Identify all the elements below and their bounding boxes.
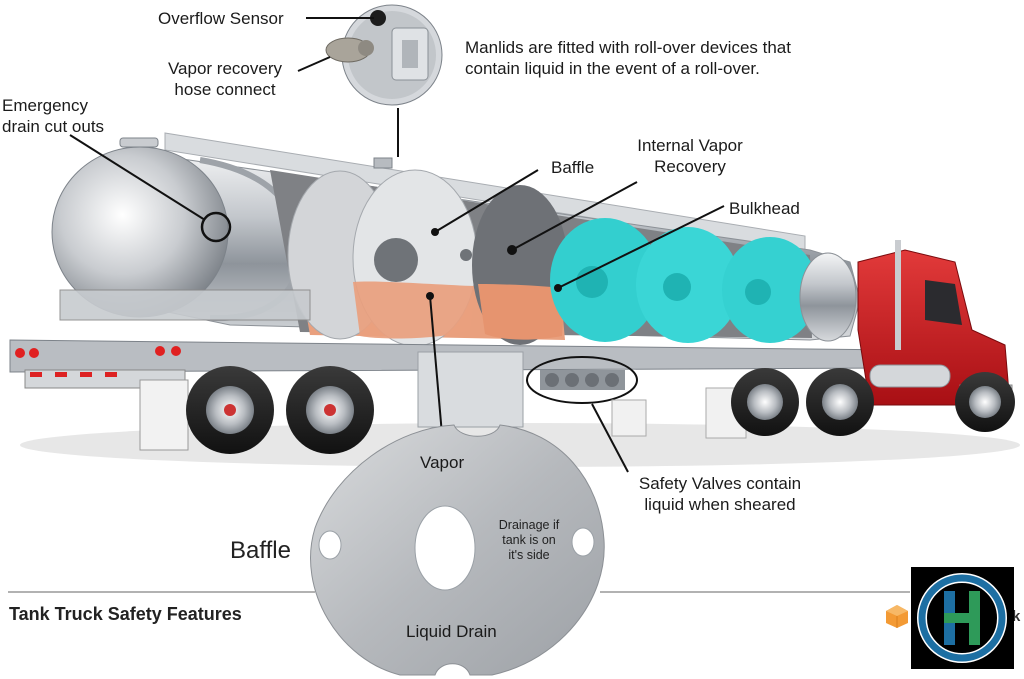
reflector-strip xyxy=(30,372,117,377)
manlids-label: Manlids are fitted with roll-over device… xyxy=(465,37,791,79)
emergency-drain-highlight xyxy=(200,211,232,243)
vapor-recovery-label: Vapor recovery hose connect xyxy=(155,58,295,100)
safety-valves xyxy=(540,370,625,390)
emergency-drain-label: Emergency drain cut outs xyxy=(2,95,104,137)
brand-cube-icon xyxy=(886,605,908,628)
watermark-logo xyxy=(911,567,1014,669)
manlids-line1: Manlids are fitted with roll-over device… xyxy=(465,38,791,57)
vapor-recovery-line1: Vapor recovery xyxy=(167,59,282,78)
baffle-vent xyxy=(460,249,472,261)
emergency-drain-line2: drain cut outs xyxy=(2,117,105,136)
baffle-detail-disk xyxy=(310,424,605,676)
cyan-hole-3 xyxy=(745,279,771,305)
tank-front-cap xyxy=(799,252,857,342)
baffle-drainage-line1: Drainage if xyxy=(498,518,560,532)
rear-lights-top xyxy=(119,137,159,148)
rear-mudflap xyxy=(139,379,189,451)
vapor-recovery-line2: hose connect xyxy=(174,80,276,99)
manlid-detail-inset xyxy=(325,4,443,106)
baffle-liquid-drain-label: Liquid Drain xyxy=(406,622,497,641)
tail-lights xyxy=(15,346,181,358)
fuel-tank xyxy=(869,364,951,388)
emergency-drain-line1: Emergency xyxy=(2,96,88,115)
footer-title: Tank Truck Safety Features xyxy=(9,604,242,624)
baffle-drainage-line2: tank is on xyxy=(502,533,556,547)
safety-valves-label: Safety Valves contain liquid when sheare… xyxy=(620,473,820,515)
baffle-hole xyxy=(374,238,418,282)
baffle-drainage-line3: it's side xyxy=(508,548,550,562)
leader-dots xyxy=(426,228,562,300)
h-logo-icon xyxy=(917,573,1007,663)
bulkhead-label: Bulkhead xyxy=(729,199,800,218)
exhaust-stack xyxy=(895,240,901,350)
baffle-drainage-label: Drainage if tank is on it's side xyxy=(490,518,568,563)
liquid-orange-front xyxy=(353,281,476,339)
brand-partial-text: k xyxy=(1012,608,1021,625)
safety-valves-line2: liquid when sheared xyxy=(644,495,796,514)
safety-valves-line1: Safety Valves contain xyxy=(638,474,802,493)
mid-mudflap xyxy=(611,399,647,437)
liquid-orange-rear xyxy=(478,284,565,340)
tool-box xyxy=(417,351,524,428)
internal-vapor-line2: Recovery xyxy=(654,157,726,176)
cyan-hole-1 xyxy=(576,266,608,298)
rear-piping xyxy=(59,289,311,321)
internal-vapor-line1: Internal Vapor xyxy=(637,136,743,155)
baffle-label: Baffle xyxy=(551,158,595,177)
baffle-vapor-label: Vapor xyxy=(420,453,465,472)
manlids-line2: contain liquid in the event of a roll-ov… xyxy=(465,59,760,78)
baffle-detail-title: Baffle xyxy=(230,537,291,564)
safety-valves-highlight xyxy=(526,356,638,404)
manlid-fitting xyxy=(373,157,393,169)
cab-window xyxy=(925,280,962,325)
overflow-sensor-label: Overflow Sensor xyxy=(158,9,284,28)
wheels xyxy=(186,366,1015,454)
leader-lines xyxy=(69,17,725,473)
cyan-hole-2 xyxy=(663,273,691,301)
internal-vapor-label: Internal Vapor Recovery xyxy=(622,135,758,177)
